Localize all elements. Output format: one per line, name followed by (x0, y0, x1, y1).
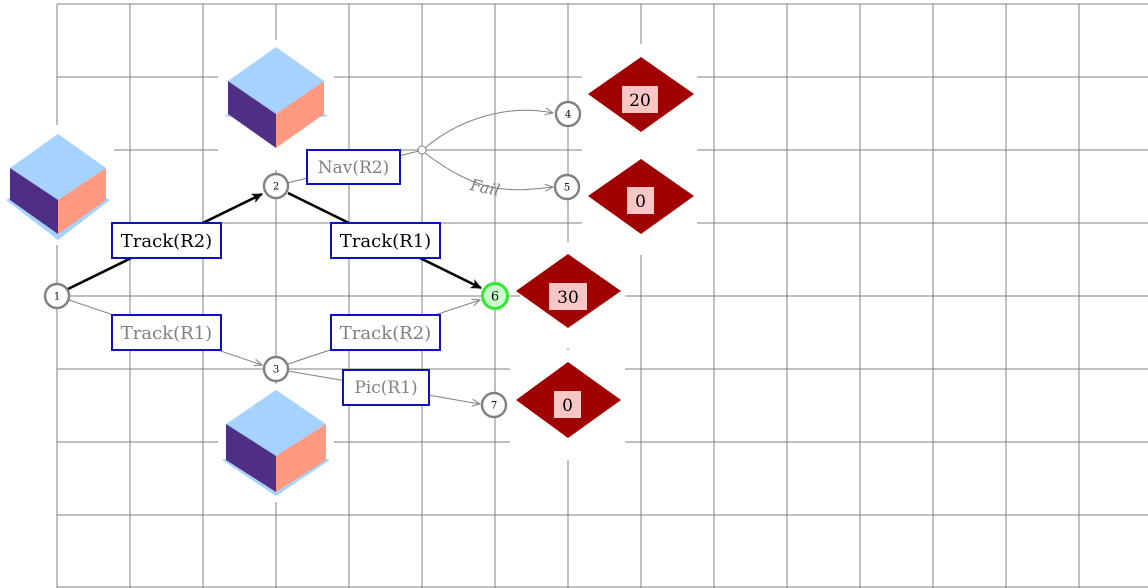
reward-diamond-7: 0 (516, 362, 621, 438)
svg-text:Track(R1): Track(R1) (340, 231, 431, 252)
node-5-label: 5 (564, 183, 570, 194)
reward-diamond-4: 20 (588, 57, 694, 132)
svg-text:Nav(R2): Nav(R2) (318, 158, 390, 178)
cube-icon-1 (6, 134, 110, 240)
reward-diamond-5: 0 (588, 159, 694, 234)
node-2: 2 (262, 172, 290, 200)
reward-value-6: 30 (557, 288, 579, 308)
cube-icon-3 (222, 390, 330, 496)
node-3-label: 3 (273, 365, 279, 376)
node-5: 5 (553, 173, 581, 201)
node-2-label: 2 (273, 182, 279, 193)
edge-branch-5 (424, 152, 553, 190)
edge-branch-4 (424, 110, 553, 149)
node-3: 3 (262, 355, 290, 383)
reward-value-7: 0 (562, 396, 573, 416)
edge-label-track-r1-bottom: Track(R1) (111, 314, 222, 351)
svg-text:Track(R1): Track(R1) (121, 323, 212, 344)
node-6-highlighted: 6 (481, 282, 509, 310)
reward-diamond-6: 30 (516, 254, 621, 328)
edge-label-track-r1-top: Track(R1) (330, 222, 441, 259)
edge-label-fail: Fail (468, 175, 502, 200)
cube-icon-2 (224, 47, 328, 148)
node-7: 7 (480, 391, 508, 419)
edge-label-track-r2-top: Track(R2) (111, 222, 222, 259)
edge-label-track-r2-bottom: Track(R2) (330, 314, 441, 351)
node-4-label: 4 (565, 110, 571, 121)
reward-value-4: 20 (629, 91, 651, 111)
edge-label-pic-r1: Pic(R1) (342, 369, 430, 406)
branch-point (417, 145, 427, 155)
node-1-label: 1 (54, 292, 60, 303)
node-6-label: 6 (491, 290, 499, 305)
node-7-label: 7 (491, 401, 497, 412)
node-1: 1 (43, 282, 71, 310)
svg-text:Track(R2): Track(R2) (121, 231, 212, 252)
reward-value-5: 0 (635, 192, 646, 212)
svg-text:Pic(R1): Pic(R1) (354, 378, 417, 398)
edge-label-nav-r2: Nav(R2) (306, 149, 401, 185)
node-4: 4 (554, 100, 582, 128)
background-grid (56, 3, 1148, 588)
svg-text:Track(R2): Track(R2) (340, 323, 431, 344)
